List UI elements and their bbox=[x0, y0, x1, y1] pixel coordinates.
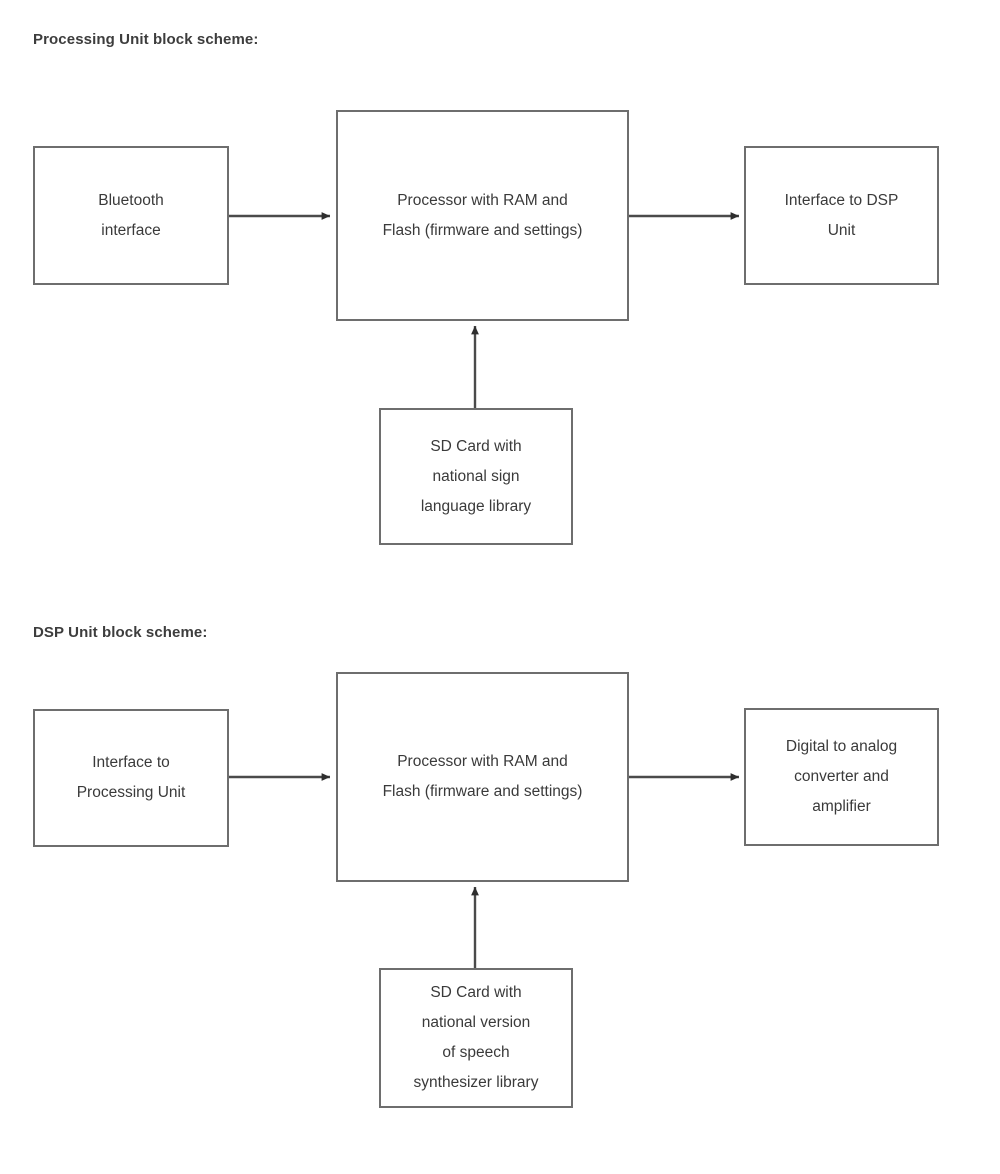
processing-unit-scheme-title: Processing Unit block scheme: bbox=[33, 31, 259, 48]
block-line: Processor with RAM and bbox=[397, 753, 568, 770]
block-interface-to-dsp-unit: Interface to DSP Unit bbox=[744, 146, 939, 285]
block-line: Flash (firmware and settings) bbox=[382, 221, 583, 239]
dsp-unit-scheme-title: DSP Unit block scheme: bbox=[33, 624, 208, 641]
block-processor-processing-unit: Processor with RAM and Flash (firmware a… bbox=[336, 110, 629, 321]
block-sd-card-sign-language: SD Card with national sign language libr… bbox=[379, 408, 573, 545]
block-line: Processing Unit bbox=[76, 784, 186, 801]
block-line: language library bbox=[420, 497, 532, 515]
block-line: of speech bbox=[442, 1044, 510, 1061]
block-line: Interface to bbox=[92, 754, 170, 771]
block-line: Interface to DSP bbox=[784, 191, 899, 209]
block-processor-dsp-unit: Processor with RAM and Flash (firmware a… bbox=[336, 672, 629, 882]
block-line: interface bbox=[101, 221, 161, 239]
block-line: synthesizer library bbox=[413, 1074, 539, 1091]
block-line: converter and bbox=[794, 768, 889, 785]
block-interface-to-processing-unit: Interface to Processing Unit bbox=[33, 709, 229, 847]
block-line: Unit bbox=[827, 221, 856, 239]
block-line: Bluetooth bbox=[98, 191, 164, 209]
block-line: national sign bbox=[432, 467, 520, 485]
block-line: SD Card with bbox=[430, 437, 522, 455]
block-sd-card-speech-synthesizer: SD Card with national version of speech … bbox=[379, 968, 573, 1108]
block-line: amplifier bbox=[812, 798, 871, 815]
block-line: Processor with RAM and bbox=[397, 191, 568, 209]
block-line: Flash (firmware and settings) bbox=[382, 783, 583, 800]
block-line: national version bbox=[421, 1014, 531, 1031]
block-line: Digital to analog bbox=[785, 738, 898, 755]
block-digital-to-analog-converter: Digital to analog converter and amplifie… bbox=[744, 708, 939, 846]
block-bluetooth-interface: Bluetooth interface bbox=[33, 146, 229, 285]
block-line: SD Card with bbox=[430, 984, 522, 1001]
